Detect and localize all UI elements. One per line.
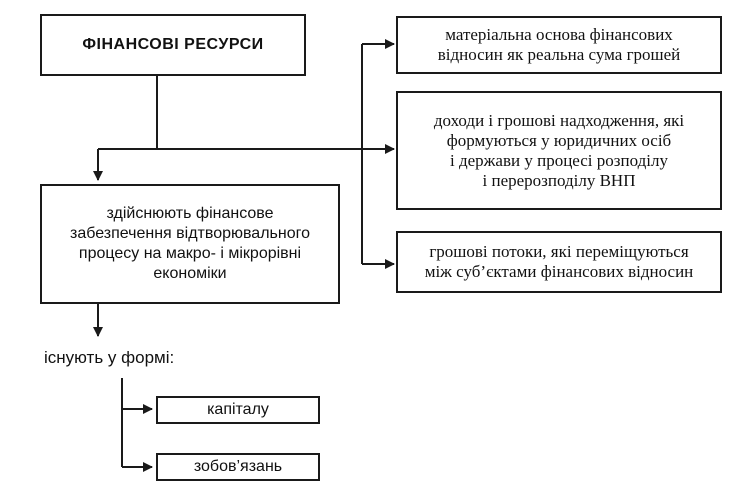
- root-box-text: ФІНАНСОВІ РЕСУРСИ: [82, 36, 264, 53]
- function-box: здійснюють фінансове забезпечення відтво…: [40, 184, 340, 304]
- root-box-financial-resources: ФІНАНСОВІ РЕСУРСИ: [40, 14, 306, 76]
- forms-label: існують у формі:: [44, 348, 175, 367]
- form-box-obligations: зобов’язань: [156, 453, 320, 481]
- form-box-text: капіталу: [207, 401, 269, 418]
- form-box-text: зобов’язань: [193, 458, 283, 475]
- form-box-capital: капіталу: [156, 396, 320, 424]
- definition-box-material-basis: матеріальна основа фінансових відносин я…: [396, 16, 722, 74]
- definition-box-text: грошові потоки, які переміщуються між су…: [424, 242, 694, 281]
- definition-box-text: матеріальна основа фінансових відносин я…: [437, 25, 681, 64]
- definition-box-incomes: доходи і грошові надходження, які формую…: [396, 91, 722, 210]
- definition-box-money-flows: грошові потоки, які переміщуються між су…: [396, 231, 722, 293]
- definition-box-text: доходи і грошові надходження, які формую…: [433, 110, 685, 190]
- function-box-text: здійснюють фінансове забезпечення відтво…: [70, 205, 310, 282]
